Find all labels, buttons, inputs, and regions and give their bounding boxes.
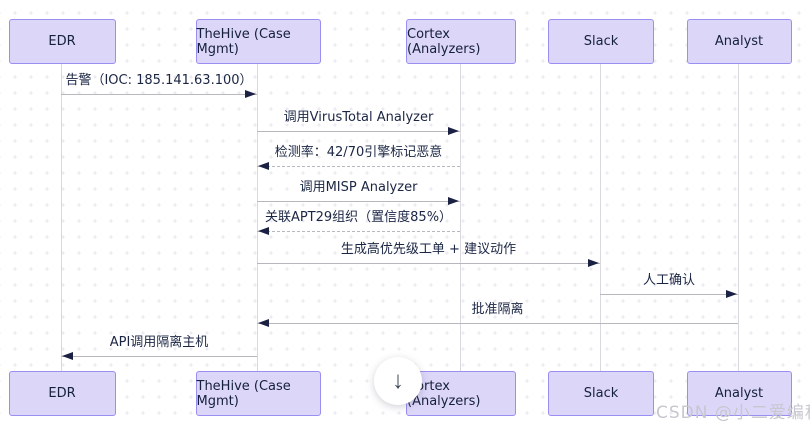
lifeline-cortex bbox=[459, 63, 461, 371]
arrowhead-icon bbox=[258, 227, 269, 235]
actor-label: Analyst bbox=[714, 386, 764, 401]
actor-cortex-bottom: Cortex (Analyzers) bbox=[406, 371, 516, 416]
message-label: 告警（IOC: 185.141.63.100） bbox=[65, 73, 253, 88]
arrowhead-icon bbox=[62, 352, 73, 360]
watermark: CSDN @小二爱编程 · bbox=[656, 403, 810, 423]
arrowhead-icon bbox=[726, 290, 737, 298]
actor-analyst-top: Analyst bbox=[686, 19, 792, 64]
lifeline-analyst bbox=[737, 63, 739, 371]
actor-label: TheHive (Case Mgmt) bbox=[196, 378, 291, 409]
actor-label: Cortex (Analyzers) bbox=[407, 26, 481, 57]
arrowhead-icon bbox=[588, 259, 599, 267]
lifeline-thehive bbox=[256, 63, 258, 371]
actor-label: Cortex (Analyzers) bbox=[407, 378, 481, 409]
lifeline-slack bbox=[599, 63, 601, 371]
message-label: API调用隔离主机 bbox=[109, 335, 209, 350]
actor-thehive-bottom: TheHive (Case Mgmt) bbox=[195, 371, 321, 416]
message-line bbox=[257, 165, 460, 167]
message-label: 生成高优先级工单 + 建议动作 bbox=[340, 242, 517, 257]
actor-label: Analyst bbox=[714, 34, 764, 49]
message-label: 调用VirusTotal Analyzer bbox=[283, 110, 434, 125]
message-line bbox=[600, 293, 738, 295]
message-label: 调用MISP Analyzer bbox=[299, 180, 418, 195]
message-line bbox=[257, 230, 460, 232]
actor-analyst-bottom: Analyst bbox=[686, 371, 792, 416]
message-label: 检测率：42/70引擎标记恶意 bbox=[274, 145, 443, 160]
actor-thehive-top: TheHive (Case Mgmt) bbox=[195, 19, 321, 64]
actor-label: Slack bbox=[583, 34, 619, 49]
download-button[interactable]: ↓ bbox=[374, 357, 422, 405]
message-line bbox=[61, 355, 257, 357]
actor-edr-bottom: EDR bbox=[8, 371, 116, 416]
arrowhead-icon bbox=[448, 127, 459, 135]
actor-label: EDR bbox=[48, 34, 76, 49]
message-line bbox=[257, 130, 460, 132]
message-line bbox=[61, 93, 257, 95]
arrowhead-icon bbox=[258, 162, 269, 170]
arrowhead-icon bbox=[258, 319, 269, 327]
actor-label: EDR bbox=[48, 386, 76, 401]
message-label: 关联APT29组织（置信度85%） bbox=[264, 210, 453, 225]
actor-slack-top: Slack bbox=[548, 19, 654, 64]
actor-label: TheHive (Case Mgmt) bbox=[196, 26, 291, 57]
actor-slack-bottom: Slack bbox=[548, 371, 654, 416]
message-line bbox=[257, 262, 600, 264]
message-label: 批准隔离 bbox=[471, 302, 524, 317]
message-line bbox=[257, 200, 460, 202]
download-arrow-icon: ↓ bbox=[392, 367, 404, 394]
arrowhead-icon bbox=[448, 197, 459, 205]
actor-label: Slack bbox=[583, 386, 619, 401]
arrowhead-icon bbox=[245, 90, 256, 98]
message-label: 人工确认 bbox=[642, 273, 696, 288]
actor-edr-top: EDR bbox=[8, 19, 116, 64]
actor-cortex-top: Cortex (Analyzers) bbox=[406, 19, 516, 64]
message-line bbox=[257, 322, 738, 324]
lifeline-edr bbox=[60, 63, 62, 371]
